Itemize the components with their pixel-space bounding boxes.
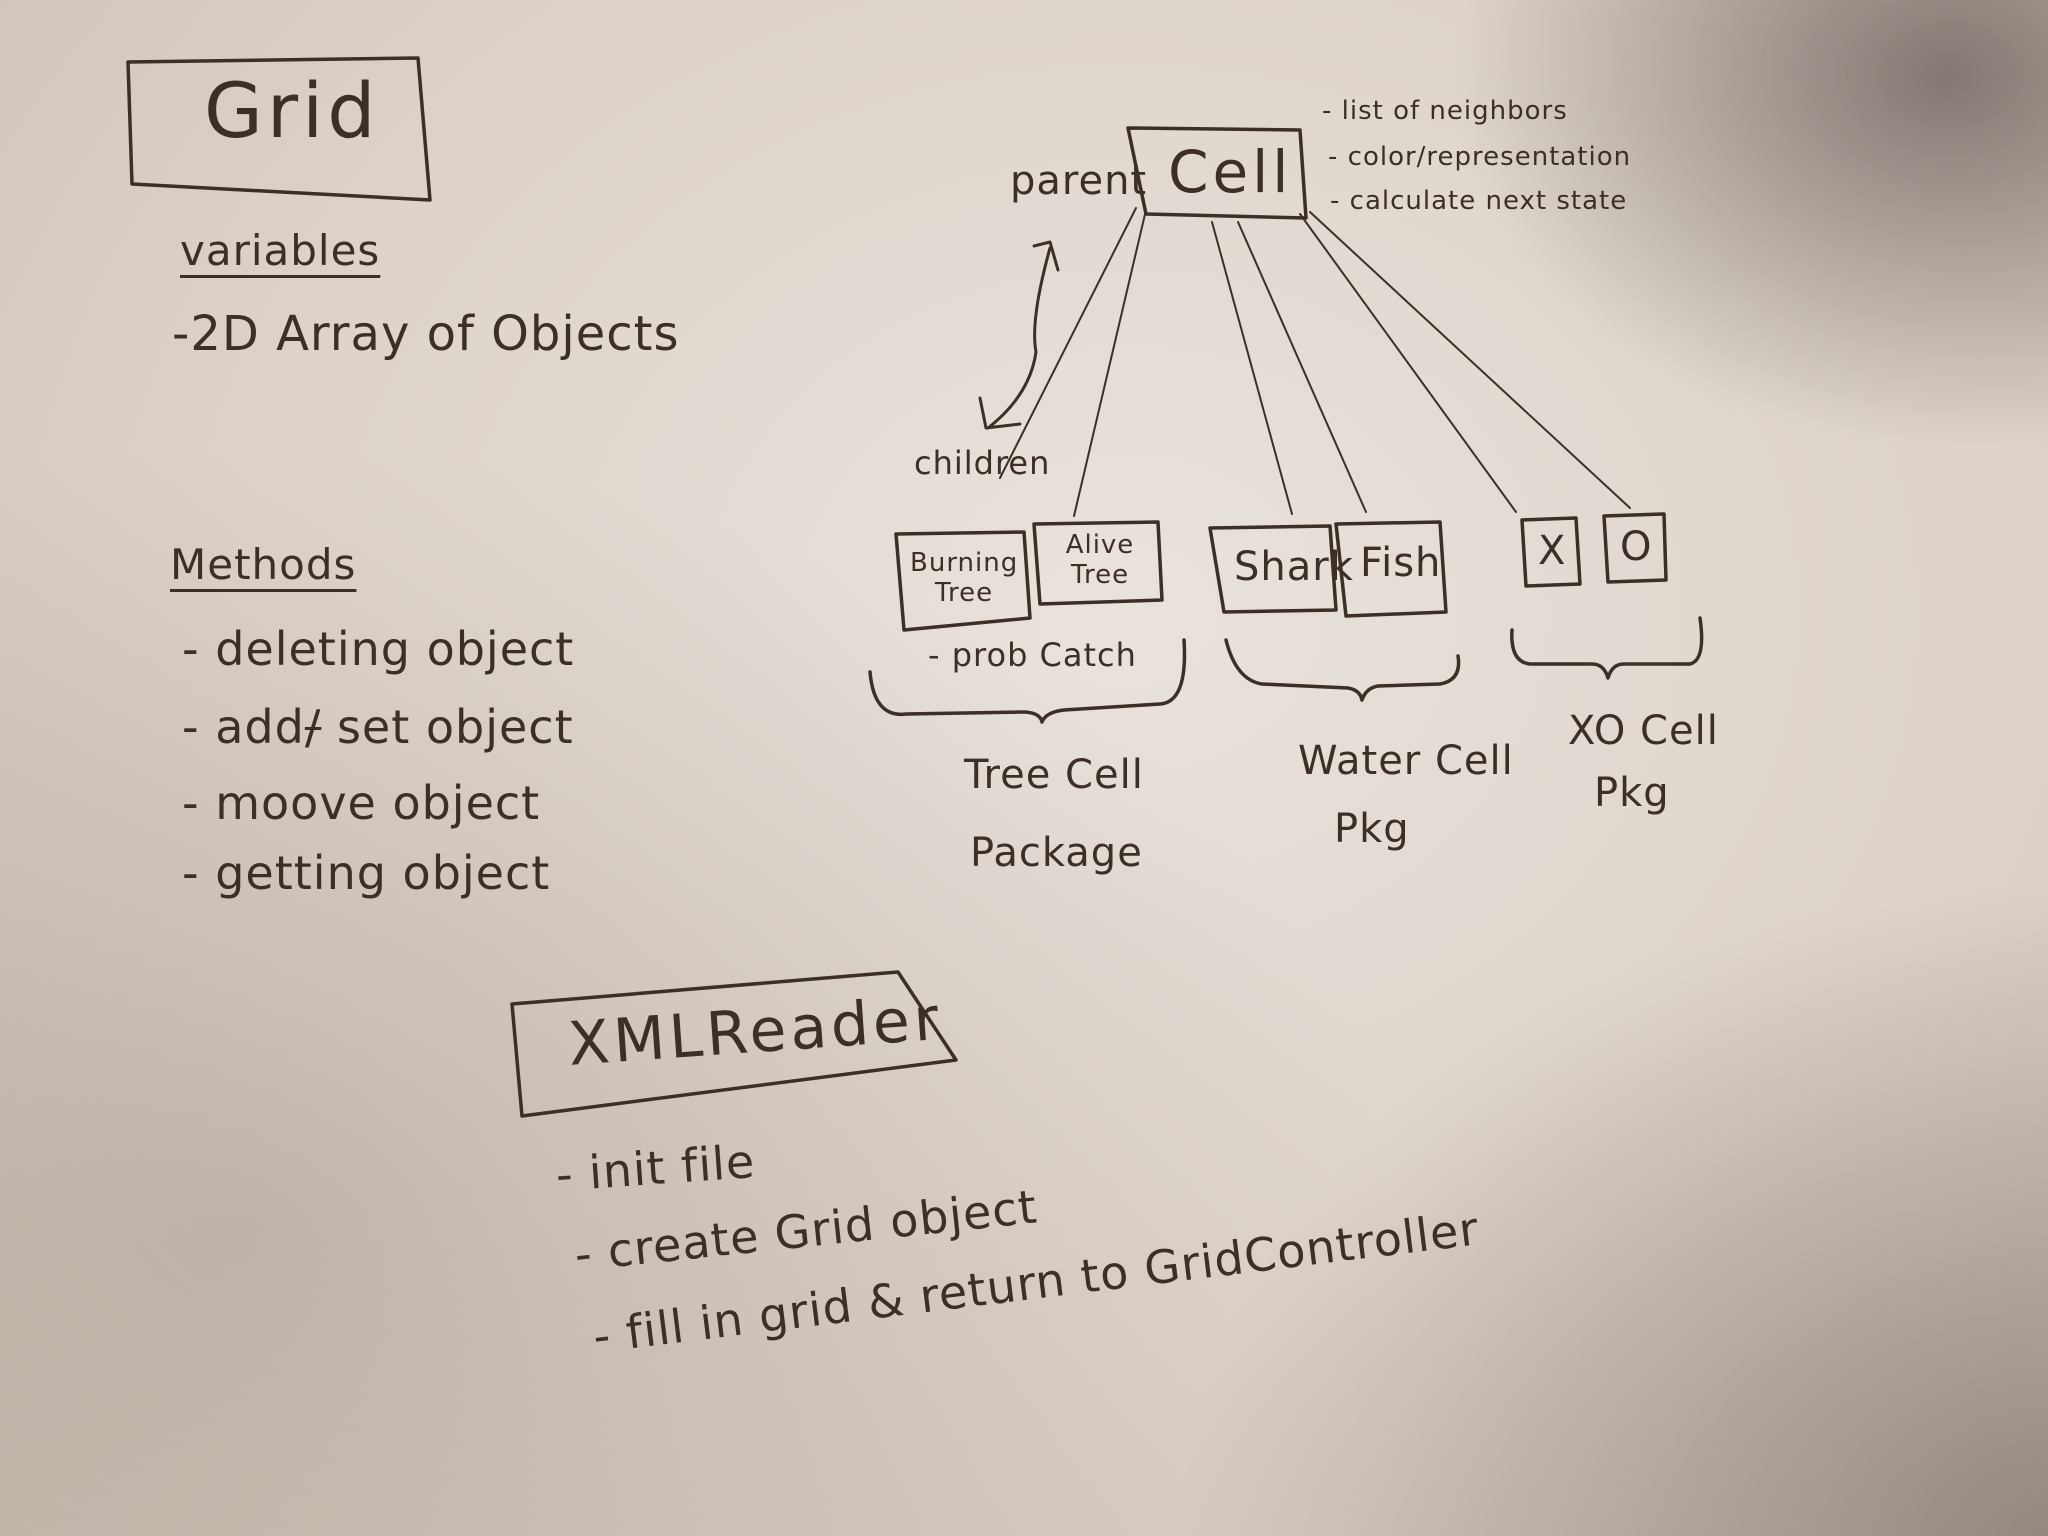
cell-parent-label: parent	[1010, 158, 1148, 204]
o-label: O	[1620, 524, 1653, 570]
tree-package-label: Package	[970, 830, 1143, 876]
parent-child-arrow	[986, 246, 1052, 430]
shark-label: Shark	[1234, 544, 1354, 590]
cell-children-label: children	[914, 444, 1051, 482]
burning-tree-label: Burning Tree	[910, 548, 1019, 608]
grid-method-item: - moove object	[182, 776, 541, 830]
grid-variables-heading: variables	[180, 226, 381, 275]
cell-note: - calculate next state	[1330, 186, 1628, 216]
add-set-struck: /	[304, 700, 322, 754]
xmlreader-box	[510, 970, 958, 1118]
grid-method-item-add-set: - add/ set object	[182, 700, 574, 754]
grid-method-item: - getting object	[182, 846, 551, 900]
fish-box	[1334, 520, 1448, 618]
grid-variable-item: -2D Array of Objects	[172, 306, 680, 362]
alive-tree-label: Alive Tree	[1065, 530, 1135, 590]
alive-tree-box	[1032, 520, 1164, 606]
add-set-prefix: - add	[182, 700, 305, 754]
fish-label: Fish	[1360, 540, 1442, 586]
burning-tree-box	[894, 530, 1032, 632]
o-box	[1602, 512, 1668, 584]
water-package-label: Water Cell	[1298, 738, 1514, 784]
water-package-label: Pkg	[1334, 806, 1410, 852]
hierarchy-connectors	[999, 207, 1631, 517]
grid-box	[126, 56, 432, 202]
cell-note: - color/representation	[1328, 142, 1632, 172]
water-brace	[1224, 638, 1461, 702]
xo-package-label: Pkg	[1594, 770, 1670, 816]
cell-title: Cell	[1168, 138, 1293, 206]
cell-box	[1126, 126, 1308, 220]
add-set-rest: set object	[336, 700, 574, 754]
grid-title: Grid	[204, 66, 380, 155]
cell-note: - list of neighbors	[1322, 96, 1568, 126]
x-box	[1520, 516, 1582, 588]
xo-brace	[1510, 616, 1704, 680]
prob-catch-note: - prob Catch	[928, 636, 1137, 674]
xo-package-label: XO Cell	[1568, 708, 1719, 754]
shark-box	[1208, 524, 1338, 614]
grid-methods-heading: Methods	[170, 540, 357, 589]
x-label: X	[1538, 528, 1567, 574]
grid-method-item: - deleting object	[182, 622, 575, 676]
tree-brace	[868, 638, 1187, 724]
tree-package-label: Tree Cell	[964, 752, 1144, 798]
